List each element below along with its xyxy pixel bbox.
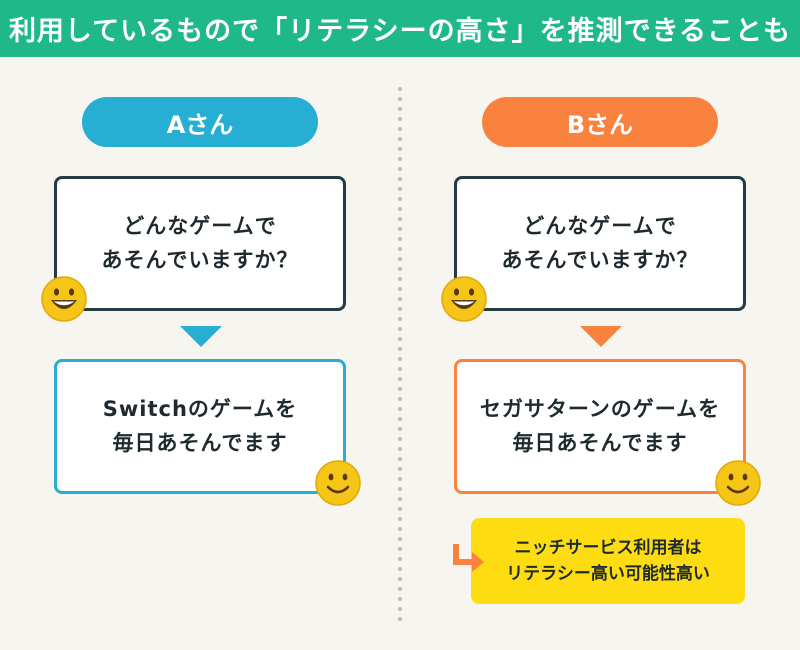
- person-a-question-line1: どんなゲームで: [123, 213, 277, 238]
- person-b-question-box: どんなゲームで あそんでいますか？: [454, 176, 746, 311]
- person-a-label: Aさん: [82, 97, 318, 147]
- page-title: 利用しているもので「リテラシーの高さ」を推測できることも: [8, 16, 792, 47]
- person-b-answer-line2: 毎日あそんでます: [512, 430, 688, 455]
- grinning-face-icon: [441, 276, 487, 322]
- person-b-question-line2: あそんでいますか？: [501, 247, 699, 272]
- person-a-answer-line2: 毎日あそんでます: [112, 430, 288, 455]
- person-a-question-box: どんなゲームで あそんでいますか？: [54, 176, 346, 311]
- note-line1: ニッチサービス利用者は: [514, 537, 702, 558]
- center-divider: [398, 84, 402, 624]
- grinning-face-icon: [41, 276, 87, 322]
- person-a-flow-triangle-icon: [180, 326, 222, 347]
- person-b-question-line1: どんなゲームで: [523, 213, 677, 238]
- person-a-answer-box: Switchのゲームを 毎日あそんでます: [54, 359, 346, 494]
- note-line2: リテラシー高い可能性高い: [506, 564, 710, 584]
- smiling-face-icon: [315, 460, 361, 506]
- bent-arrow-right-icon: [453, 544, 484, 572]
- person-b-label: Bさん: [482, 97, 718, 147]
- person-b-answer-line1: セガサターンのゲームを: [479, 396, 721, 421]
- person-a-answer-line1: Switchのゲームを: [102, 396, 298, 421]
- person-a-question-line2: あそんでいますか？: [101, 247, 299, 272]
- header-banner: 利用しているもので「リテラシーの高さ」を推測できることも: [0, 0, 800, 57]
- person-b-answer-box: セガサターンのゲームを 毎日あそんでます: [454, 359, 746, 494]
- conclusion-note: ニッチサービス利用者は リテラシー高い可能性高い: [471, 518, 745, 604]
- person-b-flow-triangle-icon: [580, 326, 622, 347]
- smiling-face-icon: [715, 460, 761, 506]
